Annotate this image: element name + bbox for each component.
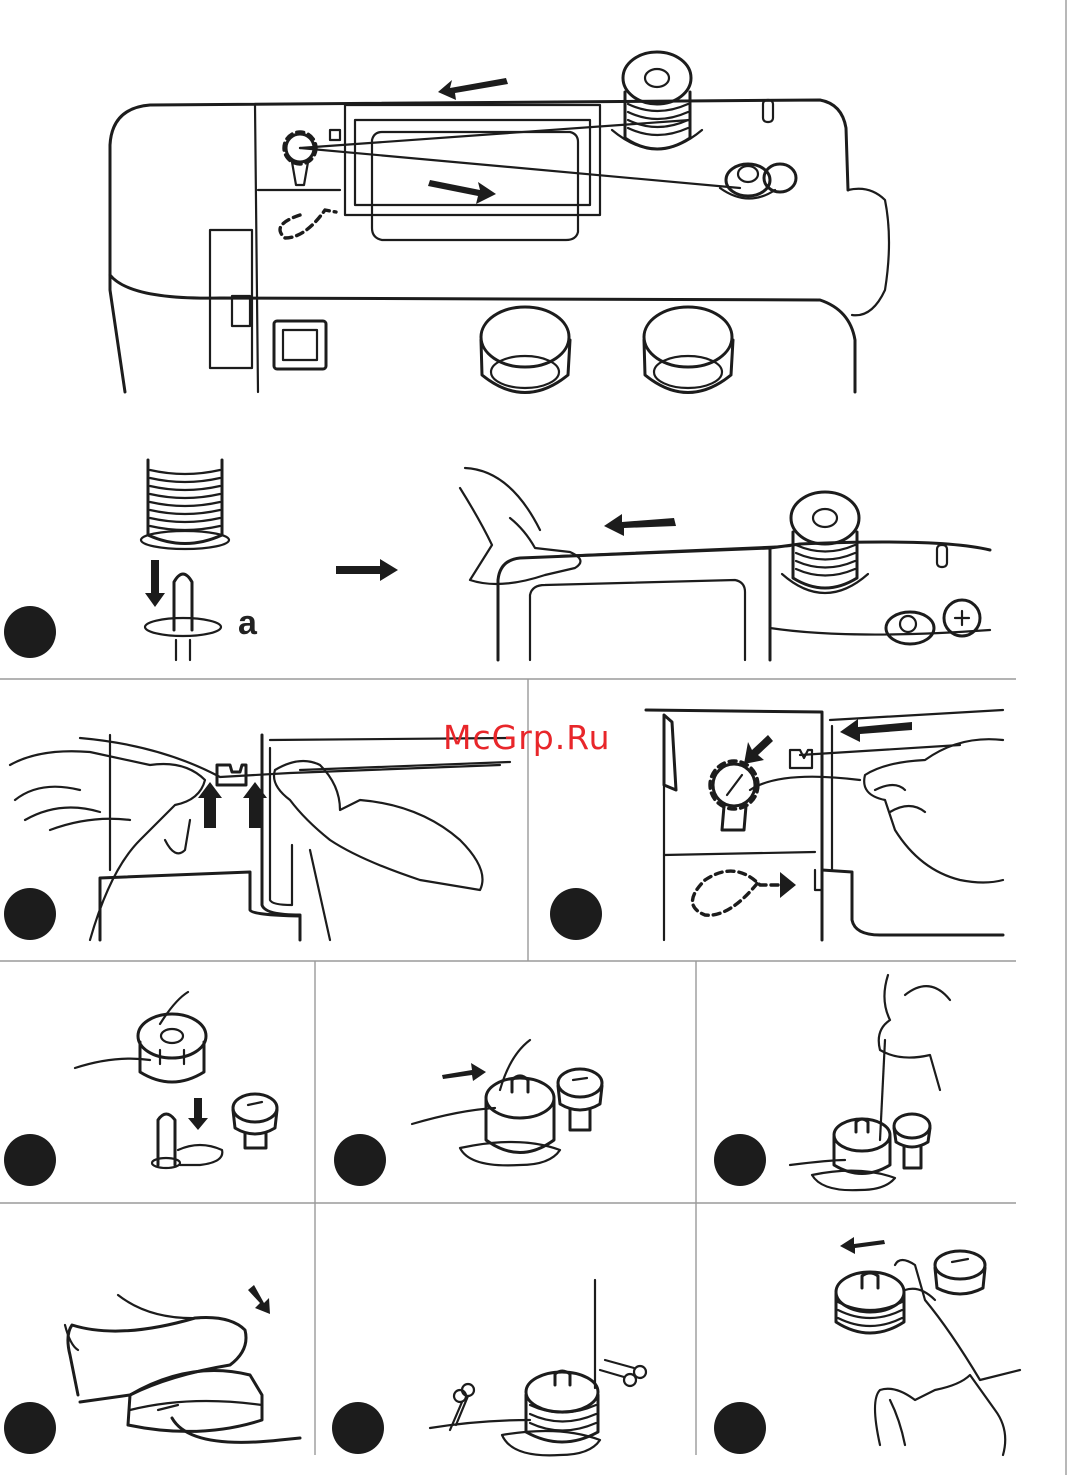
step-5-bobbin-push-right — [412, 1040, 602, 1165]
part-label-a: a — [238, 604, 257, 643]
sewing-machine-overview — [110, 52, 889, 393]
step-4-bobbin-on-shaft — [75, 992, 277, 1168]
step-2-marker — [4, 888, 56, 940]
step-5-marker — [334, 1134, 386, 1186]
step-1-marker — [4, 606, 56, 658]
watermark-text: McGrp.Ru — [443, 718, 611, 757]
step-8-marker — [332, 1402, 384, 1454]
step-markers — [4, 606, 766, 1454]
step-3-marker — [550, 888, 602, 940]
step-6-marker — [714, 1134, 766, 1186]
step-2-thread-guide — [10, 735, 510, 940]
step-8-cut-thread — [430, 1280, 646, 1455]
step-1-spool-on-pin — [141, 460, 398, 660]
step-6-hold-thread — [790, 975, 950, 1190]
step-7-foot-pedal — [65, 1285, 300, 1442]
step-9-marker — [714, 1402, 766, 1454]
step-9-remove-bobbin — [836, 1237, 1020, 1455]
step-1-pull-thread — [460, 468, 990, 660]
step-3-tension-dial — [646, 710, 1003, 940]
step-7-marker — [4, 1402, 56, 1454]
step-4-marker — [4, 1134, 56, 1186]
